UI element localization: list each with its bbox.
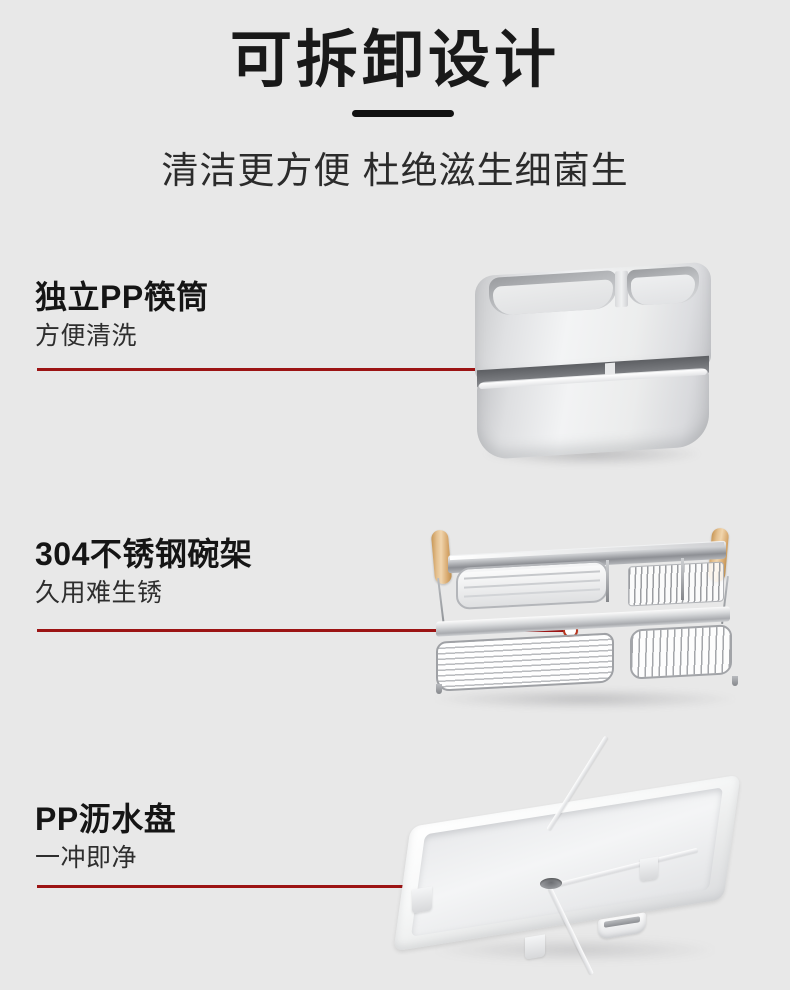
rack-foot-right: [732, 676, 738, 686]
product-image-pp-drain-tray: [390, 735, 780, 976]
product-shadow: [430, 688, 740, 710]
rack-lower-wire-panel-left: [436, 632, 614, 692]
feature-title: PP沥水盘: [35, 801, 177, 837]
feature-subtitle: 久用难生锈: [35, 579, 163, 608]
page-subtitle: 清洁更方便 杜绝滋生细菌生: [161, 150, 629, 191]
drain-tray-leg-right: [640, 856, 658, 882]
handle-wire-left: [437, 578, 445, 626]
rack-lower-wire-panel-right: [630, 624, 732, 680]
pointer-line-stainless-steel-dish-rack: [37, 629, 570, 632]
rack-plate-slots: [628, 561, 724, 607]
rack-divider-rod-left: [606, 560, 609, 602]
pointer-line-pp-drain-tray: [37, 885, 574, 888]
feature-label-pp-chopstick-holder: 独立PP筷筒 方便清洗: [35, 278, 209, 352]
feature-label-pp-drain-tray: PP沥水盘 一冲即净: [35, 800, 176, 874]
product-image-pp-chopstick-holder: [455, 261, 725, 478]
rack-foot-left: [436, 684, 442, 694]
page-title: 可拆卸设计: [229, 26, 560, 95]
chopstick-compartment-right: [627, 265, 699, 307]
drain-tray-leg-left: [412, 886, 432, 914]
rack-divider-rod-right: [681, 558, 684, 600]
rack-upper-wire-panel: [456, 560, 608, 610]
feature-title: 独立PP筷筒: [35, 279, 209, 315]
pointer-line-pp-chopstick-holder: [37, 368, 570, 371]
title-divider: [352, 110, 454, 117]
product-image-stainless-steel-dish-rack: [400, 520, 785, 720]
feature-subtitle: 一冲即净: [35, 844, 138, 873]
feature-subtitle: 方便清洗: [35, 322, 138, 351]
drain-tray-leg-front: [525, 934, 545, 960]
feature-label-stainless-steel-dish-rack: 304不锈钢碗架 久用难生锈: [35, 535, 252, 609]
chopstick-compartment-divider: [615, 270, 628, 308]
feature-title: 304不锈钢碗架: [35, 536, 253, 572]
